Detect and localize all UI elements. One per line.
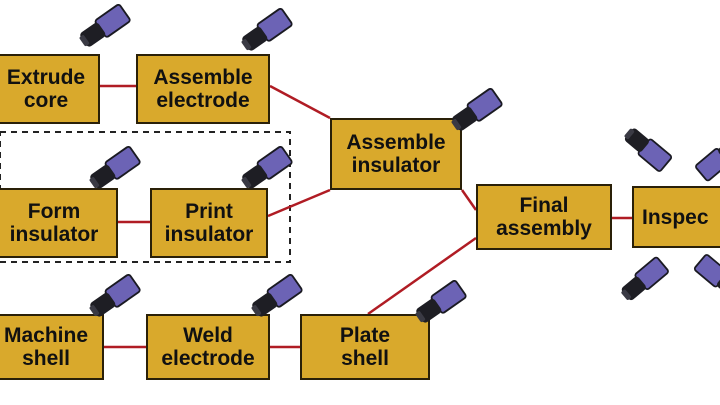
camera-icon	[251, 274, 303, 317]
weld-electrode-line1: Weld	[183, 324, 233, 347]
machine-shell-line2: shell	[22, 347, 70, 370]
print-insulator-line1: Print	[185, 200, 233, 223]
plate-shell-line2: shell	[341, 347, 389, 370]
form-insulator-line2: insulator	[9, 223, 99, 246]
extrude-core-line1: Extrude	[6, 66, 86, 89]
final-assembly-line2: assembly	[496, 217, 592, 240]
connector-assemble-insulator-to-final	[460, 189, 478, 211]
connector-plate-to-final	[367, 236, 477, 316]
connector-assemble-electrode-to-assemble-insulator	[269, 84, 331, 120]
assemble-insulator-line1: Assemble	[346, 131, 446, 154]
camera-icon	[241, 146, 293, 189]
camera-icon	[89, 274, 141, 317]
plate-shell-line1: Plate	[339, 324, 391, 347]
weld-electrode-line2: electrode	[161, 347, 255, 370]
camera-icon	[79, 4, 131, 47]
inspect-line1: Inspec	[642, 205, 709, 229]
camera-icon	[241, 8, 293, 51]
print-insulator-group-outline	[0, 131, 291, 263]
print-insulator-line2: insulator	[164, 223, 254, 246]
extrude-core-line2: core	[23, 89, 69, 112]
machine-shell-line1: Machine	[3, 324, 89, 347]
camera-icon	[451, 88, 503, 131]
form-insulator-line1: Form	[27, 200, 81, 223]
inspect-box: Inspec	[632, 186, 720, 248]
connector-print-to-assemble-insulator	[267, 188, 331, 218]
assemble-electrode-line1: Assemble	[153, 66, 253, 89]
assemble-electrode-line2: electrode	[156, 89, 250, 112]
camera-icon	[624, 128, 673, 172]
camera-icon	[415, 280, 467, 323]
camera-icon	[693, 254, 720, 298]
camera-icon	[89, 146, 141, 189]
assemble-insulator-line2: insulator	[351, 154, 441, 177]
camera-icon	[695, 137, 720, 182]
camera-icon	[621, 256, 669, 301]
final-assembly-line1: Final	[519, 194, 569, 217]
